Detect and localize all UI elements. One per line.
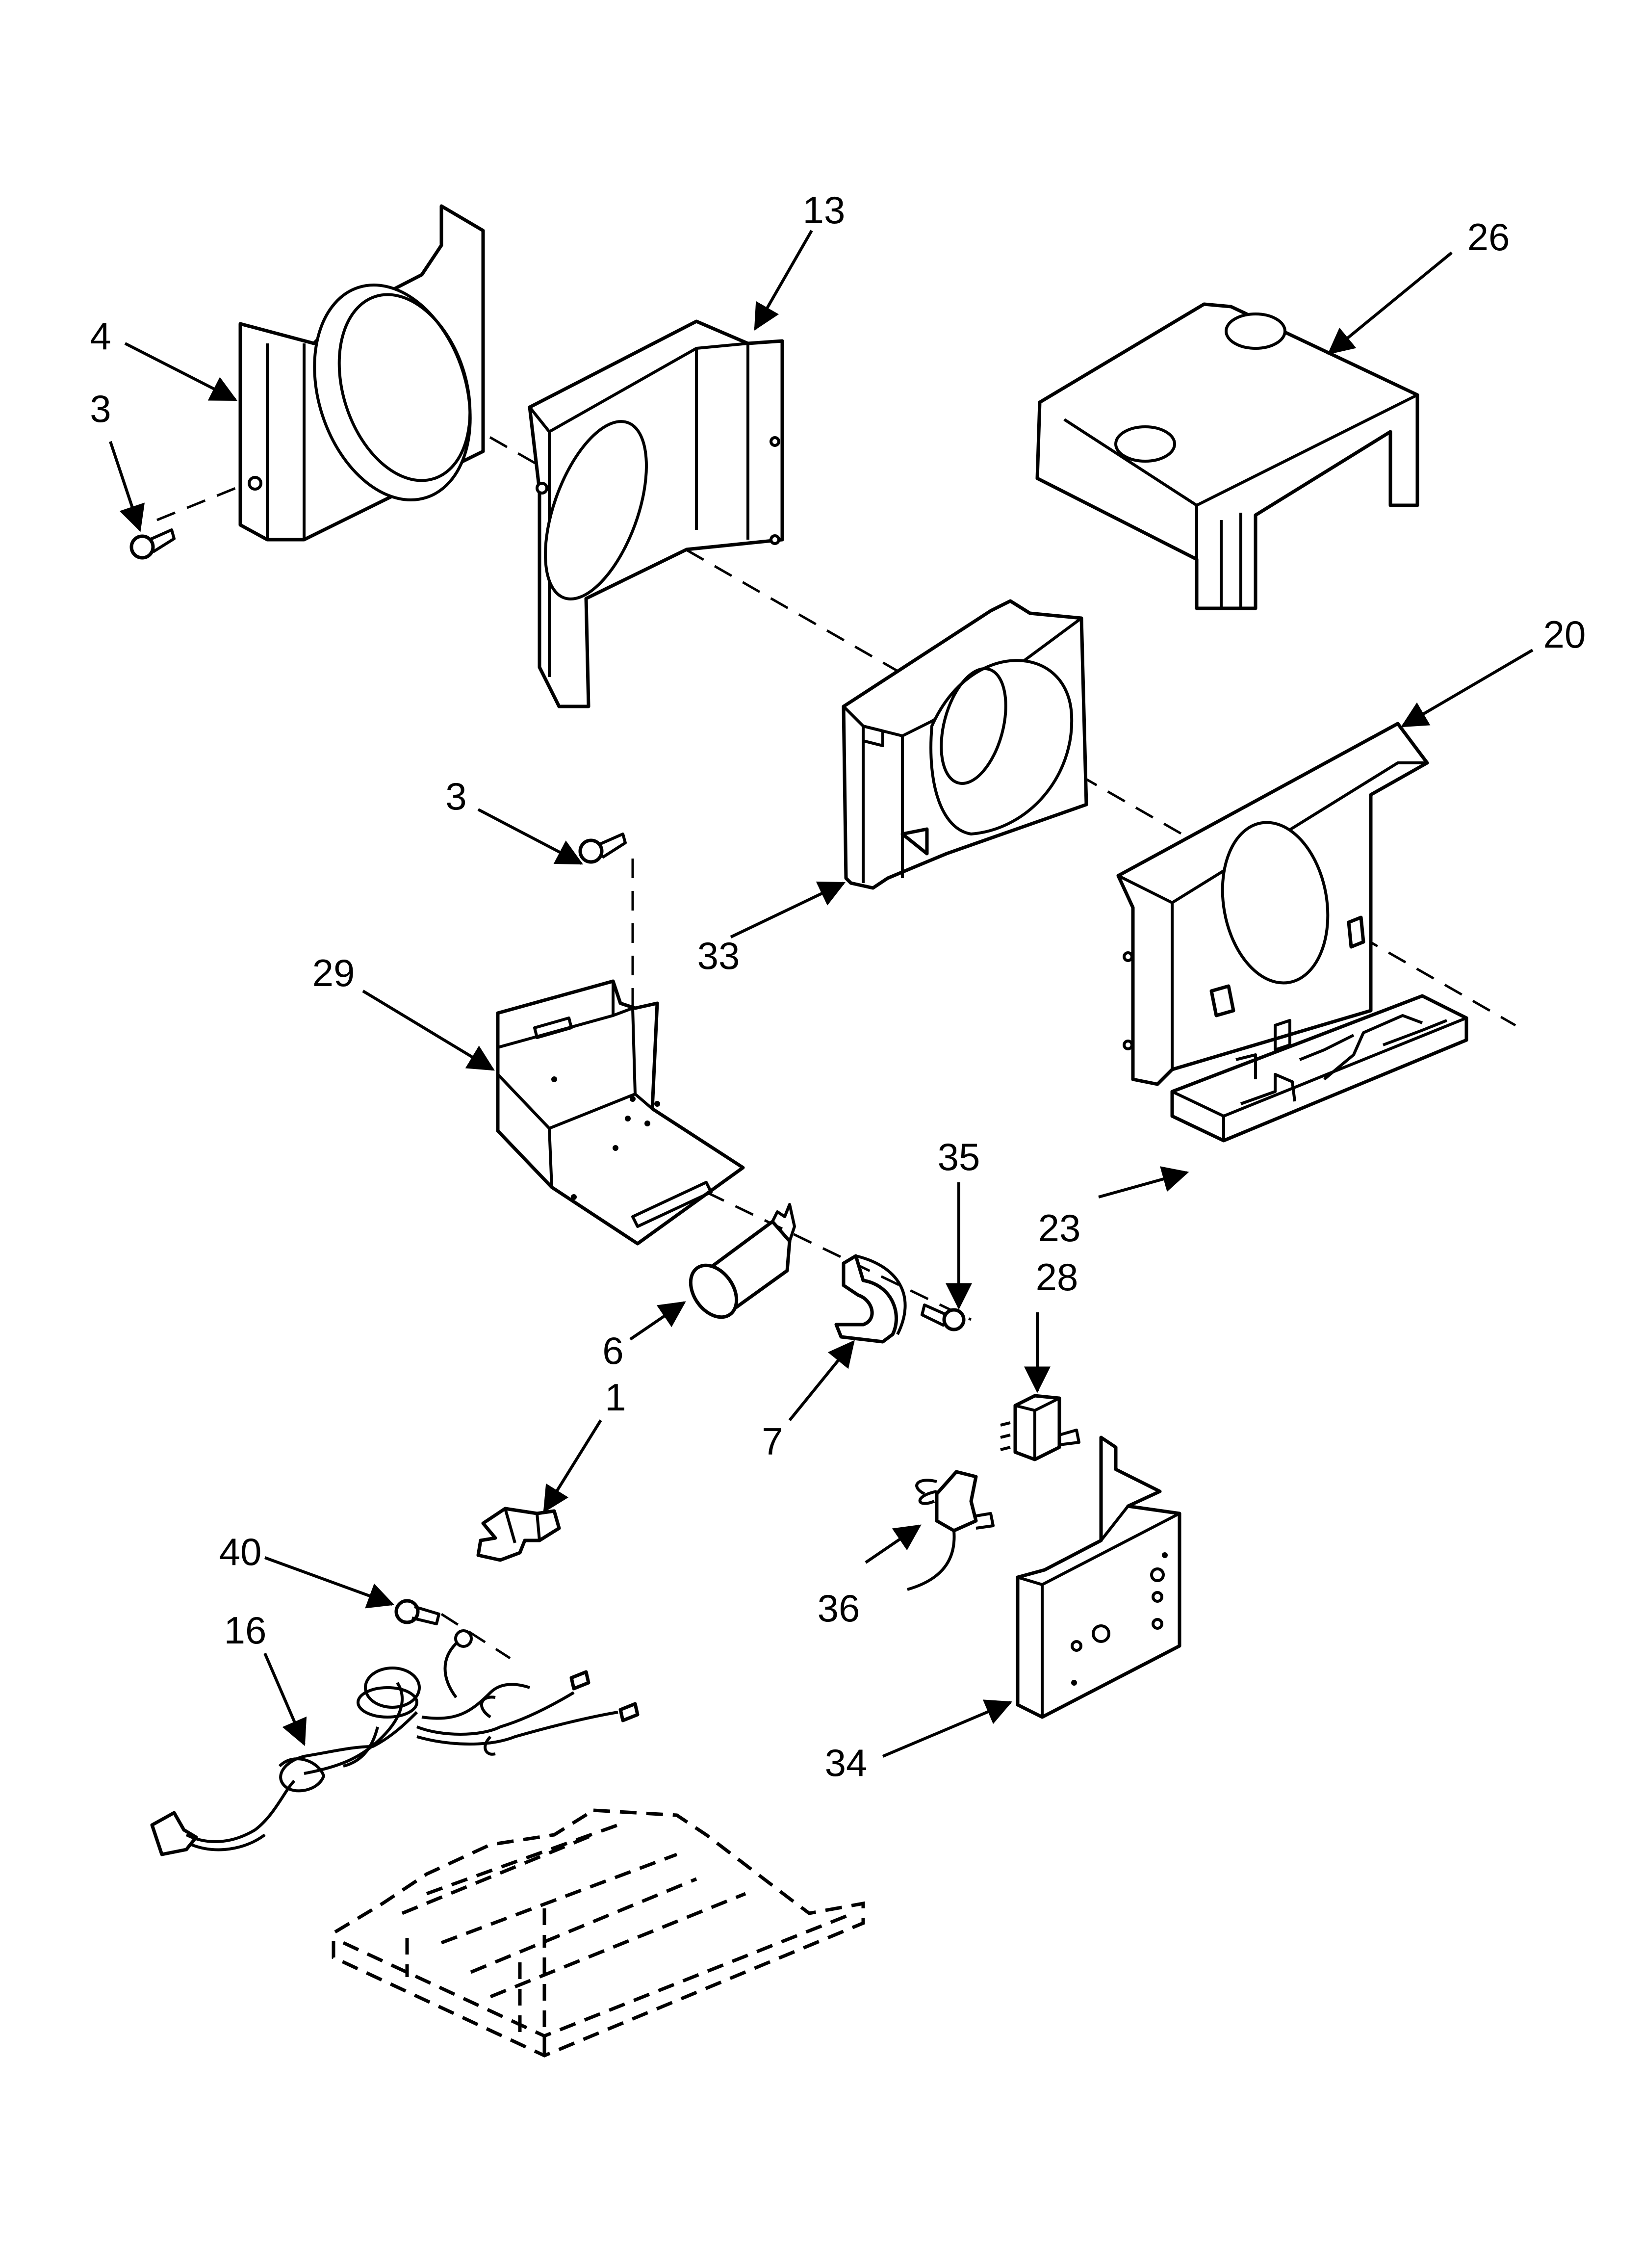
callout-29: 29 [312, 951, 355, 994]
part-16-power-cord [150, 1629, 640, 1856]
part-26-top-cover [1035, 302, 1419, 610]
part-29-control-box [496, 979, 745, 1246]
callout-40: 40 [219, 1530, 262, 1573]
callout-6: 6 [602, 1329, 623, 1372]
part-6-capacitor [689, 1203, 796, 1319]
callout-35: 35 [938, 1135, 980, 1178]
part-13-bracket [528, 319, 784, 708]
callout-1: 1 [605, 1376, 626, 1419]
base-pan-reference [332, 1808, 865, 2058]
callout-3-middle: 3 [445, 775, 466, 818]
part-4-side-panel [238, 204, 485, 542]
callout-23: 23 [1038, 1206, 1081, 1250]
part-20-housing-plate [1116, 722, 1429, 1086]
callout-16: 16 [224, 1609, 267, 1652]
part-23-insulator [1170, 994, 1468, 1143]
callout-33: 33 [697, 934, 740, 977]
callout-26: 26 [1467, 215, 1510, 259]
leader-arrows [109, 230, 1534, 1758]
part-36-thermostat [907, 1470, 995, 1591]
callout-34: 34 [825, 1741, 868, 1784]
callout-labels: 13 26 4 3 20 3 29 33 35 23 28 6 1 7 40 3… [90, 188, 1586, 1784]
callout-13: 13 [803, 188, 846, 232]
part-3-screw-upper [129, 528, 176, 560]
part-34-control-panel [1016, 1435, 1181, 1719]
callout-3-upper: 3 [90, 387, 111, 430]
callout-28: 28 [1036, 1255, 1078, 1299]
part-1-clamp [476, 1507, 561, 1562]
part-3-screw-middle [578, 833, 627, 864]
part-35-screw [921, 1303, 966, 1331]
callout-7: 7 [762, 1420, 783, 1463]
callout-20: 20 [1543, 613, 1586, 656]
part-28-switch [1000, 1394, 1080, 1461]
part-33-blower-scroll [842, 599, 1088, 890]
callout-4: 4 [90, 314, 111, 358]
part-7-strap [834, 1254, 907, 1344]
part-40-screw [394, 1599, 440, 1625]
callout-36: 36 [818, 1587, 860, 1630]
